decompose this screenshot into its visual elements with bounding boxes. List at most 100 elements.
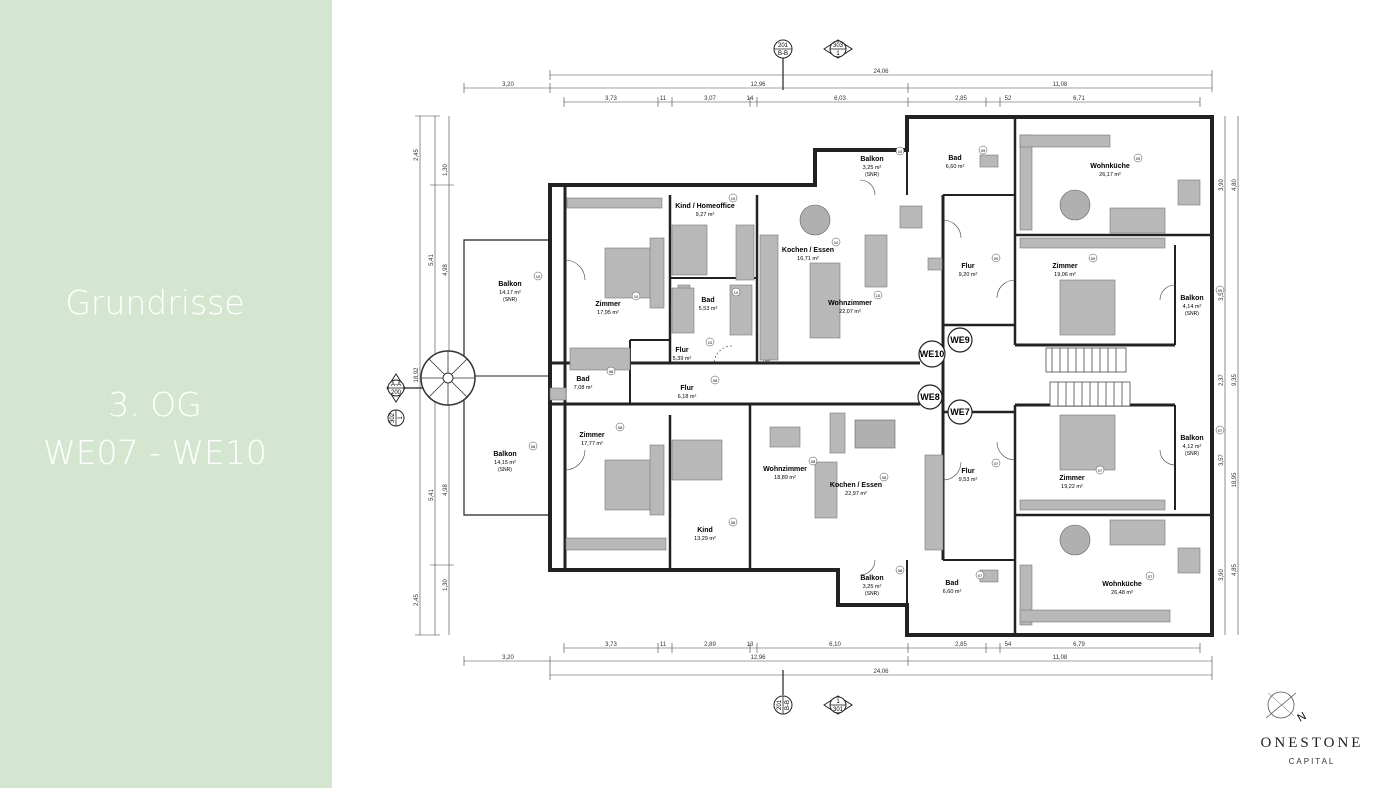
svg-text:201: 201 bbox=[778, 43, 789, 49]
section-marker-top-left: 201 B-B bbox=[773, 39, 793, 59]
room-name: Flur bbox=[675, 347, 688, 354]
room-area: 4,14 m² bbox=[1183, 304, 1202, 310]
svg-text:3,90: 3,90 bbox=[1219, 179, 1225, 191]
room-area: 17,77 m² bbox=[581, 441, 603, 447]
svg-text:4,85: 4,85 bbox=[1232, 564, 1238, 576]
unit-marker-we8: WE8 bbox=[917, 384, 943, 410]
room-number: 08 bbox=[882, 475, 887, 480]
room-area: 14,17 m² bbox=[499, 290, 521, 296]
room-name: Kochen / Essen bbox=[782, 247, 834, 254]
room-number: 09 bbox=[1136, 156, 1141, 161]
room-name: Wohnküche bbox=[1090, 163, 1130, 170]
room-number: 10 bbox=[734, 290, 739, 295]
svg-text:18,92: 18,92 bbox=[414, 367, 420, 383]
room-name: Balkon bbox=[860, 156, 883, 163]
section-marker-left-b: 302 1 bbox=[387, 409, 405, 427]
room-number: 10 bbox=[634, 294, 639, 299]
room-note: (SNR) bbox=[498, 467, 512, 473]
section-marker-bottom-right: 1 301 bbox=[823, 695, 853, 715]
onestone-logo-icon: N bbox=[1265, 691, 1308, 725]
room-name: Balkon bbox=[860, 575, 883, 582]
svg-text:4,98: 4,98 bbox=[443, 264, 449, 276]
building-walls bbox=[463, 115, 1214, 637]
room-number: 08 bbox=[731, 520, 736, 525]
svg-text:200: 200 bbox=[391, 390, 402, 396]
room-area: 3,25 m² bbox=[863, 165, 882, 171]
room-number: 10 bbox=[898, 149, 903, 154]
room-area: 13,29 m² bbox=[694, 536, 716, 542]
svg-text:6,79: 6,79 bbox=[1073, 642, 1085, 648]
room-area: 22,97 m² bbox=[845, 491, 867, 497]
svg-text:3,07: 3,07 bbox=[704, 96, 716, 102]
room-number: 08 bbox=[713, 378, 718, 383]
room-name: Bad bbox=[948, 155, 961, 162]
svg-text:2,37: 2,37 bbox=[1219, 374, 1225, 386]
svg-text:1,30: 1,30 bbox=[443, 579, 449, 591]
svg-text:1: 1 bbox=[398, 416, 404, 420]
room-number: 07 bbox=[1098, 468, 1103, 473]
svg-text:3,58: 3,58 bbox=[1219, 289, 1225, 301]
room-area: 6,60 m² bbox=[943, 589, 962, 595]
svg-text:2,85: 2,85 bbox=[955, 96, 967, 102]
room-name: Bad bbox=[576, 376, 589, 383]
room-area: 19,06 m² bbox=[1054, 272, 1076, 278]
svg-text:14: 14 bbox=[747, 96, 754, 102]
room-area: 5,53 m² bbox=[699, 306, 718, 312]
room-name: Balkon bbox=[1180, 295, 1203, 302]
svg-text:1: 1 bbox=[836, 51, 840, 57]
room-name: Flur bbox=[680, 385, 693, 392]
svg-text:9,35: 9,35 bbox=[1232, 374, 1238, 386]
svg-text:3,90: 3,90 bbox=[1219, 569, 1225, 581]
svg-text:12,96: 12,96 bbox=[750, 655, 766, 661]
unit-marker-we9: WE9 bbox=[947, 327, 973, 353]
svg-text:11: 11 bbox=[660, 96, 667, 102]
floor-plan: 201 B-B 303 1 24,06 3,20 12,96 11,08 3,7… bbox=[386, 39, 1239, 715]
svg-text:12,96: 12,96 bbox=[750, 82, 766, 88]
room-number: 10 bbox=[536, 274, 541, 279]
room-name: Zimmer bbox=[595, 301, 621, 308]
room-name: Flur bbox=[961, 263, 974, 270]
sidebar-panel bbox=[0, 0, 332, 788]
room-area: 22,07 m² bbox=[839, 309, 861, 315]
room-name: Kind / Homeoffice bbox=[675, 203, 735, 210]
bottom-dimension-labels: 3,73 11 2,89 13 6,10 2,85 54 6,79 3,20 1… bbox=[502, 642, 1085, 675]
svg-text:11: 11 bbox=[660, 642, 667, 648]
room-number: 07 bbox=[1148, 574, 1153, 579]
room-number: 09 bbox=[994, 256, 999, 261]
room-area: 4,12 m² bbox=[1183, 444, 1202, 450]
room-number: 10 bbox=[731, 196, 736, 201]
room-number: 07 bbox=[994, 461, 999, 466]
room-note: (SNR) bbox=[865, 591, 879, 597]
room-area: 9,53 m² bbox=[959, 477, 978, 483]
svg-text:52: 52 bbox=[1005, 96, 1012, 102]
doors bbox=[564, 179, 1176, 576]
svg-text:3,57: 3,57 bbox=[1219, 454, 1225, 466]
room-number: 07 bbox=[1218, 428, 1223, 433]
room-area: 6,60 m² bbox=[946, 164, 965, 170]
svg-text:2,45: 2,45 bbox=[414, 149, 420, 161]
section-marker-bottom-left: 201 B-B bbox=[773, 695, 793, 715]
svg-text:3,20: 3,20 bbox=[502, 655, 514, 661]
staircase bbox=[1045, 347, 1131, 407]
floor-label: 3. OG bbox=[108, 385, 202, 424]
svg-text:5,41: 5,41 bbox=[429, 254, 435, 266]
svg-text:WE8: WE8 bbox=[920, 392, 940, 402]
room-name: Balkon bbox=[1180, 435, 1203, 442]
svg-text:WE9: WE9 bbox=[950, 335, 970, 345]
room-number: 08 bbox=[811, 459, 816, 464]
room-area: 14,15 m² bbox=[494, 460, 516, 466]
